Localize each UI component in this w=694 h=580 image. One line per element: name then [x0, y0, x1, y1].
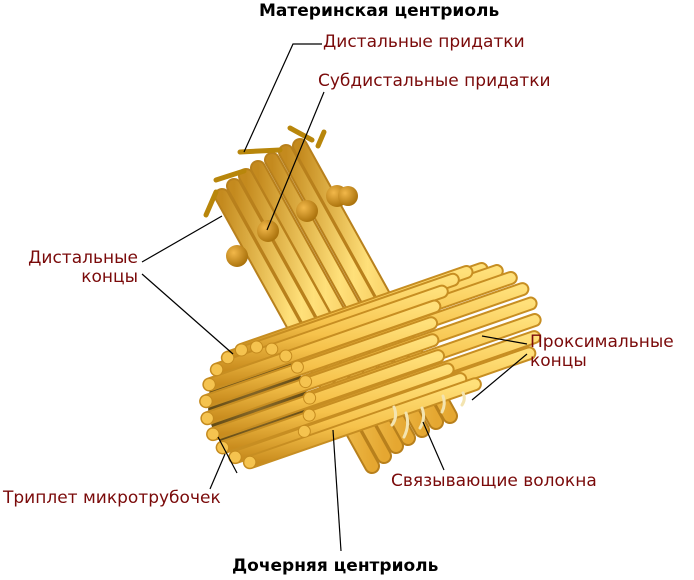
leader-proximal-ends-a [481, 335, 528, 345]
daughter-microtubule [202, 335, 438, 424]
microtubule-end [303, 391, 317, 405]
leader-triplet-b [217, 436, 238, 474]
leader-daughter-centriole [332, 429, 342, 552]
subdistal-appendages [226, 185, 358, 267]
microtubule-end [297, 424, 311, 438]
distal-ends-line1: Дистальные [28, 248, 138, 268]
microtubule-end [290, 360, 304, 374]
linker-fibers-label: Связывающие волокна [391, 471, 597, 491]
microtubule-end [250, 340, 264, 354]
daughter-microtubule [217, 364, 453, 453]
daughter-microtubule [204, 301, 440, 390]
microtubule-end [210, 363, 224, 377]
distal-ends-label: Дистальные концы [10, 249, 138, 287]
microtubule-end [279, 349, 293, 363]
proximal-ends-line2: концы [530, 351, 587, 371]
microtubule-end [199, 394, 213, 408]
proximal-ends-label: Проксимальные концы [530, 333, 674, 371]
daughter-microtubule [208, 351, 444, 440]
microtubule-end [299, 375, 313, 389]
microtubule-end [265, 342, 279, 356]
microtubule-end [200, 411, 214, 425]
linker-fibers [390, 391, 466, 439]
mother-centriole-title: Материнская центриоль [259, 1, 500, 21]
daughter-microtubule [201, 318, 437, 407]
distal-appendages [203, 125, 327, 218]
leader-triplet-a [209, 453, 226, 490]
microtubule-end [243, 455, 257, 469]
microtubule-triplet-label: Триплет микротрубочек [3, 488, 221, 508]
leader-subdistal-appendages [266, 91, 325, 231]
microtubule-end [206, 427, 220, 441]
leader-linker-fibers [422, 421, 445, 471]
distal-appendages-label: Дистальные придатки [323, 32, 525, 52]
microtubule-end [234, 343, 248, 357]
daughter-microtubule [211, 286, 447, 375]
subdistal-appendages-label: Субдистальные придатки [318, 71, 551, 91]
microtubule-end [202, 378, 216, 392]
daughter-centriole-title: Дочерняя центриоль [232, 556, 439, 576]
microtubule-end [221, 351, 235, 365]
daughter-microtubule [230, 374, 466, 463]
leader-distal-ends-a [141, 215, 223, 263]
daughter-centriole [199, 262, 542, 470]
distal-ends-line2: концы [81, 267, 138, 287]
leader-distal-appendages [243, 43, 322, 153]
proximal-ends-line1: Проксимальные [530, 332, 674, 352]
daughter-microtubule [222, 274, 458, 363]
microtubule-end [302, 408, 316, 422]
leader-lines [141, 43, 528, 552]
leader-distal-ends-b [141, 273, 234, 355]
leader-proximal-ends-b [471, 353, 528, 401]
microtubule-end [216, 440, 230, 454]
daughter-microtubule [244, 379, 480, 468]
